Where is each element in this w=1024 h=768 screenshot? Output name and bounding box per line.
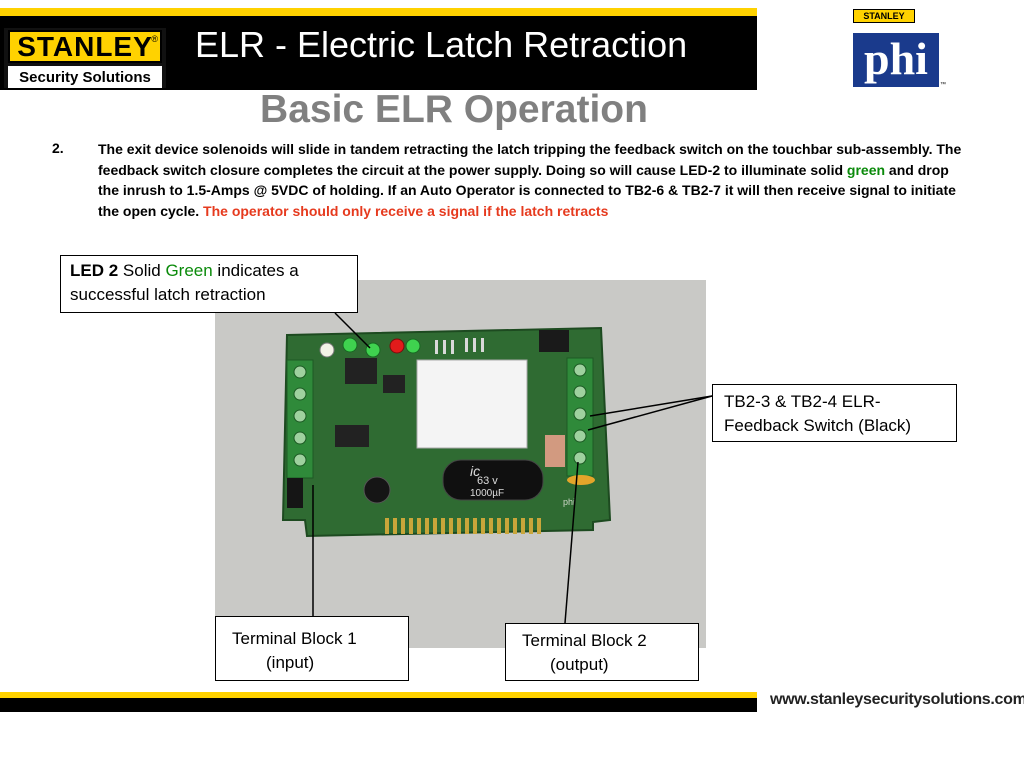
- orange-component: [567, 475, 595, 485]
- phi-trademark: ™: [940, 82, 946, 88]
- registered-mark-icon: ®: [151, 34, 158, 44]
- terminal-block-1-screws: [293, 365, 307, 467]
- small-capacitor: [363, 476, 391, 504]
- header-yellow-band: [0, 8, 757, 16]
- para-green-word: green: [846, 161, 886, 178]
- led-1-green: [342, 337, 358, 353]
- relay-block: [416, 359, 528, 449]
- circuit-board-drawing: ic 63 v 1000µF phi: [281, 326, 612, 538]
- footer-yellow-band: [0, 692, 757, 698]
- buzzer: [319, 342, 335, 358]
- ic-chip-1: [345, 358, 377, 384]
- tb2-leader-line-2: [587, 395, 713, 431]
- stanley-logo-word-box: STANLEY ®: [8, 30, 162, 63]
- para-text-2: and drop the inrush to 1.5-Amps @ 5VDC o…: [98, 161, 956, 219]
- tbo-callout-line2: (output): [550, 655, 609, 674]
- led2-callout-bold: LED 2: [70, 261, 119, 280]
- cap-value: 1000µF: [470, 488, 504, 499]
- item-number: 2.: [52, 140, 64, 156]
- led2-callout-solid: Solid: [118, 261, 166, 280]
- slide-subtitle: Basic ELR Operation: [260, 88, 648, 131]
- footer-url: www.stanleysecuritysolutions.com: [770, 691, 1024, 708]
- terminal-block-2-screws: [573, 363, 587, 465]
- tb2-leader-line-1: [589, 395, 713, 417]
- led-leader-line: [334, 312, 371, 349]
- led-3-red: [389, 338, 405, 354]
- tb1-callout-line2: (input): [266, 653, 315, 672]
- tb1-callout-line1: Terminal Block 1: [232, 629, 357, 648]
- led2-callout-green: Green: [165, 261, 213, 280]
- edge-connector: [385, 518, 541, 534]
- led2-callout-rest: indicates a successful latch retraction: [70, 261, 299, 304]
- circuit-board-photo: ic 63 v 1000µF phi: [215, 280, 706, 648]
- electrolytic-capacitor: [442, 459, 544, 501]
- cap-voltage: 63 v: [477, 475, 498, 487]
- board-mark: phi: [563, 497, 575, 507]
- para-red-text: The operator should only receive a signa…: [203, 202, 609, 219]
- phi-logo: [853, 33, 939, 87]
- phi-logo-word: phi: [864, 33, 928, 84]
- stanley-logo-word: STANLEY: [17, 30, 153, 62]
- description-paragraph: The exit device solenoids will slide in …: [98, 139, 968, 221]
- phi-stanley-badge: STANLEY: [853, 9, 915, 23]
- tbo-leader-line: [564, 461, 579, 624]
- terminal-block-2-callout: Terminal Block 2 (output): [505, 623, 699, 681]
- header-pins: [435, 338, 484, 354]
- tbo-callout-line1: Terminal Block 2: [522, 631, 647, 650]
- led2-callout: LED 2 Solid Green indicates a successful…: [60, 255, 358, 313]
- ic-chip-3: [383, 375, 405, 393]
- para-text-1: The exit device solenoids will slide in …: [98, 141, 962, 178]
- footer-black-band: [0, 698, 757, 712]
- header-title: ELR - Electric Latch Retraction: [195, 24, 688, 65]
- connector-block: [539, 330, 569, 352]
- stanley-logo-subtitle: Security Solutions: [8, 66, 162, 88]
- led-4-green: [405, 338, 421, 354]
- tb2-feedback-callout: TB2-3 & TB2-4 ELR-Feedback Switch (Black…: [712, 384, 957, 442]
- cap-brand: ic: [470, 463, 480, 479]
- resistor: [545, 435, 565, 467]
- ic-chip-2: [335, 425, 369, 447]
- bottom-left-connector: [287, 478, 303, 508]
- terminal-block-1-callout: Terminal Block 1 (input): [215, 616, 409, 681]
